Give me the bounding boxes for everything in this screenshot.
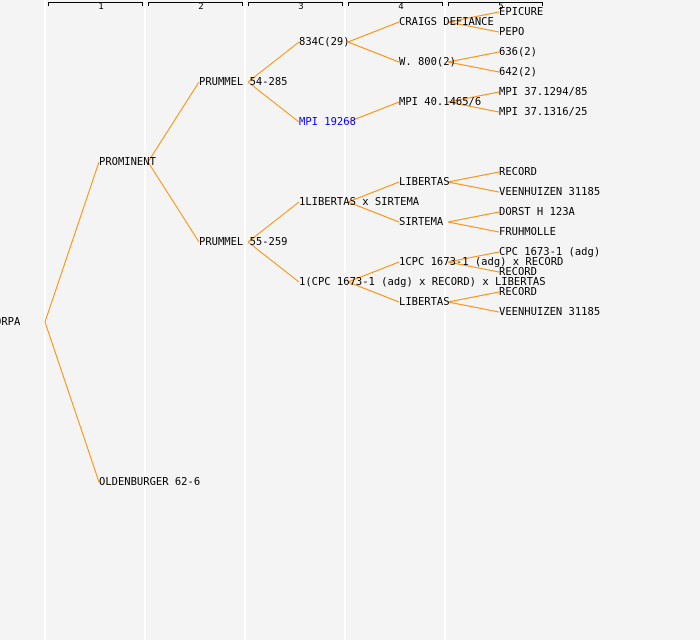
generation-2-label: 2 xyxy=(198,2,204,12)
column-divider xyxy=(144,0,146,640)
pedigree-connector xyxy=(447,11,500,23)
pedigree-ancestor: 1CPC 1673-1 (adg) x RECORD xyxy=(399,256,564,268)
pedigree-ancestor: MPI 37.1316/25 xyxy=(499,106,588,118)
pedigree-ancestor: 642(2) xyxy=(499,66,537,78)
pedigree-ancestor: VEENHUIZEN 31185 xyxy=(499,186,601,198)
pedigree-connector xyxy=(447,291,500,303)
column-divider xyxy=(44,0,46,640)
pedigree-connector xyxy=(347,261,400,283)
pedigree-connector xyxy=(347,181,400,203)
pedigree-connector xyxy=(347,281,400,303)
pedigree-connector xyxy=(447,261,500,273)
pedigree-connector xyxy=(44,161,100,323)
pedigree-connector xyxy=(247,201,300,243)
pedigree-ancestor: MPI 37.1294/85 xyxy=(499,86,588,98)
pedigree-ancestor: CPC 1673-1 (adg) xyxy=(499,246,601,258)
pedigree-root: ORPA xyxy=(0,316,21,328)
pedigree-ancestor: EPICURE xyxy=(499,6,544,18)
generation-5-label: 5 xyxy=(498,2,504,12)
pedigree-connector xyxy=(247,41,300,83)
pedigree-connector xyxy=(447,21,500,33)
pedigree-connector xyxy=(447,181,500,193)
pedigree-ancestor: LIBERTAS xyxy=(399,176,450,188)
generation-5-bracket xyxy=(448,2,543,6)
generation-4-label: 4 xyxy=(398,2,404,12)
column-divider xyxy=(444,0,446,640)
pedigree-ancestor: SIRTEMA xyxy=(399,216,444,228)
pedigree-ancestor: MPI 40.1465/6 xyxy=(399,96,482,108)
pedigree-connector xyxy=(347,201,400,223)
pedigree-ancestor: W. 800(2) xyxy=(399,56,456,68)
column-divider xyxy=(344,0,346,640)
pedigree-connector xyxy=(447,251,500,263)
pedigree-connector xyxy=(347,21,400,43)
pedigree-connector xyxy=(147,161,200,243)
pedigree-ancestor: PRUMMEL 54-285 xyxy=(199,76,288,88)
pedigree-ancestor: LIBERTAS xyxy=(399,296,450,308)
pedigree-ancestor: FRUHMOLLE xyxy=(499,226,556,238)
pedigree-connector xyxy=(147,81,200,163)
generation-2-bracket xyxy=(148,2,243,6)
pedigree-connector xyxy=(247,241,300,283)
pedigree-connector xyxy=(247,81,300,123)
pedigree-ancestor: RECORD xyxy=(499,166,537,178)
generation-1-label: 1 xyxy=(98,2,104,12)
pedigree-ancestor: 834C(29) xyxy=(299,36,350,48)
pedigree-connector xyxy=(447,101,500,113)
pedigree-connector xyxy=(447,211,500,223)
pedigree-ancestor: RECORD xyxy=(499,266,537,278)
pedigree-connector xyxy=(44,321,100,483)
pedigree-ancestor: 1(CPC 1673-1 (adg) x RECORD) x LIBERTAS xyxy=(299,276,546,288)
pedigree-ancestor: CRAIGS DEFIANCE xyxy=(399,16,494,28)
pedigree-ancestor: 1LIBERTAS x SIRTEMA xyxy=(299,196,420,208)
pedigree-connector xyxy=(447,51,500,63)
pedigree-ancestor: VEENHUIZEN 31185 xyxy=(499,306,601,318)
pedigree-ancestor: 636(2) xyxy=(499,46,537,58)
column-divider xyxy=(244,0,246,640)
generation-3-bracket xyxy=(248,2,343,6)
pedigree-connector xyxy=(447,221,500,233)
generation-4-bracket xyxy=(348,2,443,6)
pedigree-connector xyxy=(347,101,400,123)
pedigree-ancestor: OLDENBURGER 62-6 xyxy=(99,476,201,488)
pedigree-connector xyxy=(447,61,500,73)
pedigree-ancestor: PROMINENT xyxy=(99,156,156,168)
pedigree-ancestor: RECORD xyxy=(499,286,537,298)
generation-1-bracket xyxy=(48,2,143,6)
generation-3-label: 3 xyxy=(298,2,304,12)
pedigree-connector xyxy=(447,301,500,313)
pedigree-connector xyxy=(347,41,400,63)
pedigree-connector xyxy=(447,91,500,103)
pedigree-ancestor: DORST H 123A xyxy=(499,206,575,218)
pedigree-ancestor: PRUMMEL 55-259 xyxy=(199,236,288,248)
pedigree-ancestor: PEPO xyxy=(499,26,525,38)
pedigree-ancestor[interactable]: MPI 19268 xyxy=(299,116,356,128)
pedigree-connector xyxy=(447,171,500,183)
